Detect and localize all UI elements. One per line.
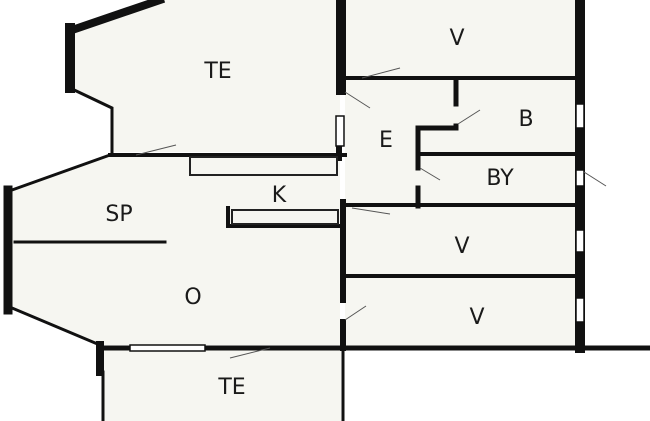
room-label-v-low: V [469,305,484,330]
windows [129,103,585,352]
wall-living-nw [10,153,112,192]
room-label-sp: SP [105,202,132,227]
room-label-b: B [518,107,533,132]
floor-areas [10,0,577,421]
window-south [129,344,206,352]
door-by [419,167,441,181]
room-label-e: E [379,128,393,153]
room-label-o: O [184,285,201,310]
door-te-living [135,144,177,156]
floor-v-low [345,276,577,346]
wall-te-top-diag [68,86,114,154]
room-label-v-mid: V [454,234,469,259]
door-b [457,109,481,125]
wall-living-sw [10,306,102,347]
wall-b-step [415,123,459,171]
wall-k [226,206,342,228]
floor-living [10,156,340,345]
room-label-te-top: TE [203,59,231,84]
doors [135,67,607,359]
room-label-v-top: V [449,26,464,51]
window-east-1 [575,103,585,129]
floor-v-mid [345,206,577,276]
window-east-2 [575,169,585,187]
floor-te-bottom [103,350,341,421]
room-labels: TE V B E BY K SP V O V TE [105,26,533,400]
door-v-low [344,305,367,321]
counter-under-te [189,156,338,176]
window-east-4 [575,297,585,323]
door-v-top [361,67,401,79]
floor-hall [345,78,575,206]
floor-v-top [345,0,575,78]
room-label-te-bottom: TE [217,375,245,400]
door-te-bottom [229,347,271,359]
room-label-by: BY [486,166,514,191]
room-label-k: K [272,183,287,208]
counter-k [231,209,339,225]
door-v-mid [351,207,391,215]
window-east-3 [575,229,585,253]
wall-te-top-outer [66,0,166,36]
door-east [583,171,607,187]
door-e-top [344,91,371,109]
floor-te-top [72,0,340,152]
window-te-right [335,115,345,147]
